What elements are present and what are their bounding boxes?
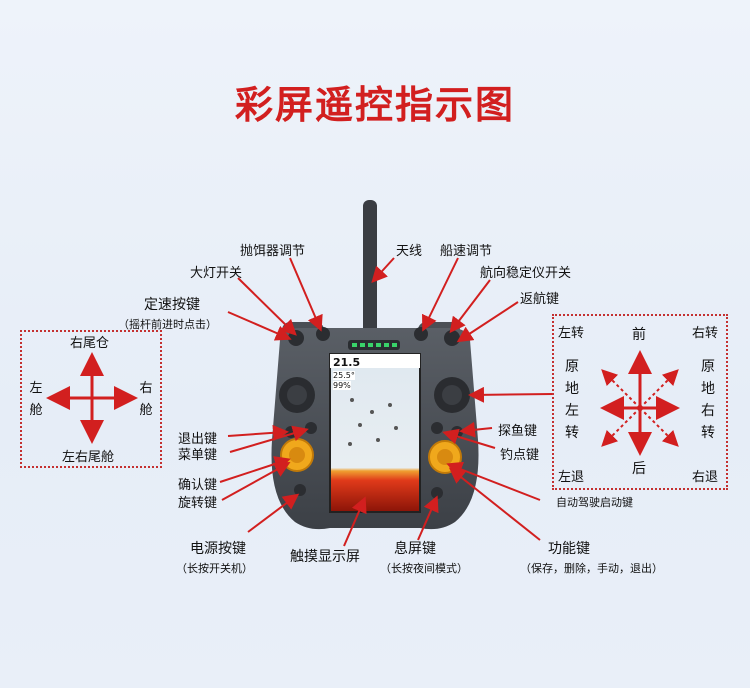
label-touch: 触摸显示屏 [290,549,360,565]
label-function: 功能键 [548,541,590,557]
label-menu: 菜单键 [178,448,218,463]
label-heading: 航向稳定仪开关 [480,266,572,281]
label-power: 电源按键 [190,541,246,557]
label-screen-off-note: （长按夜间模式） [380,562,468,575]
screen-temp: 25.5° [333,371,355,380]
left-panel-right: 右舱 [139,381,153,418]
right-panel-spin-left: 原地左转 [565,359,579,441]
label-function-note: （保存，删除，手动，退出） [520,562,663,575]
label-spot: 钓点键 [500,448,540,463]
left-panel-left: 左舱 [29,381,43,418]
label-speed-key-note: （摇杆前进时点击） [118,318,217,331]
label-exit: 退出键 [178,432,218,447]
right-panel-front: 前 [632,327,646,343]
label-power-note: （长按开关机） [176,562,253,575]
label-speed-key: 定速按键 [144,297,200,313]
page-title: 彩屏遥控指示图 [234,82,515,127]
touch-screen [329,353,421,513]
right-panel-back: 后 [632,461,646,477]
label-return: 返航键 [520,292,560,307]
screen-battery: 99% [333,381,351,390]
label-antenna: 天线 [396,244,423,259]
label-confirm: 确认键 [178,478,218,493]
label-boat-speed: 船速调节 [440,244,493,259]
right-panel-spin-right: 原地右转 [701,359,715,441]
label-light: 大灯开关 [190,266,243,281]
right-panel-left-turn: 左转 [558,326,585,341]
right-panel-right-back: 右退 [692,470,719,485]
screen-depth: 21.5 [333,356,361,369]
left-panel-top: 右尾仓 [70,336,110,351]
label-screen-off: 息屏键 [394,541,436,557]
right-panel-right-turn: 右转 [692,326,719,341]
left-panel-bottom: 左右尾舱 [62,450,115,465]
right-direction-panel: 左转 前 右转 原地左转 原地右转 左退 后 右退 [552,314,728,490]
left-direction-panel: 右尾仓 左舱 右舱 左右尾舱 [20,330,162,468]
right-panel-left-back: 左退 [558,470,585,485]
label-autopilot: 自动驾驶启动键 [556,496,633,509]
label-rotary: 旋转键 [178,496,218,511]
antenna [363,200,377,340]
label-fish: 探鱼键 [498,424,538,439]
label-bait: 抛饵器调节 [240,244,306,259]
